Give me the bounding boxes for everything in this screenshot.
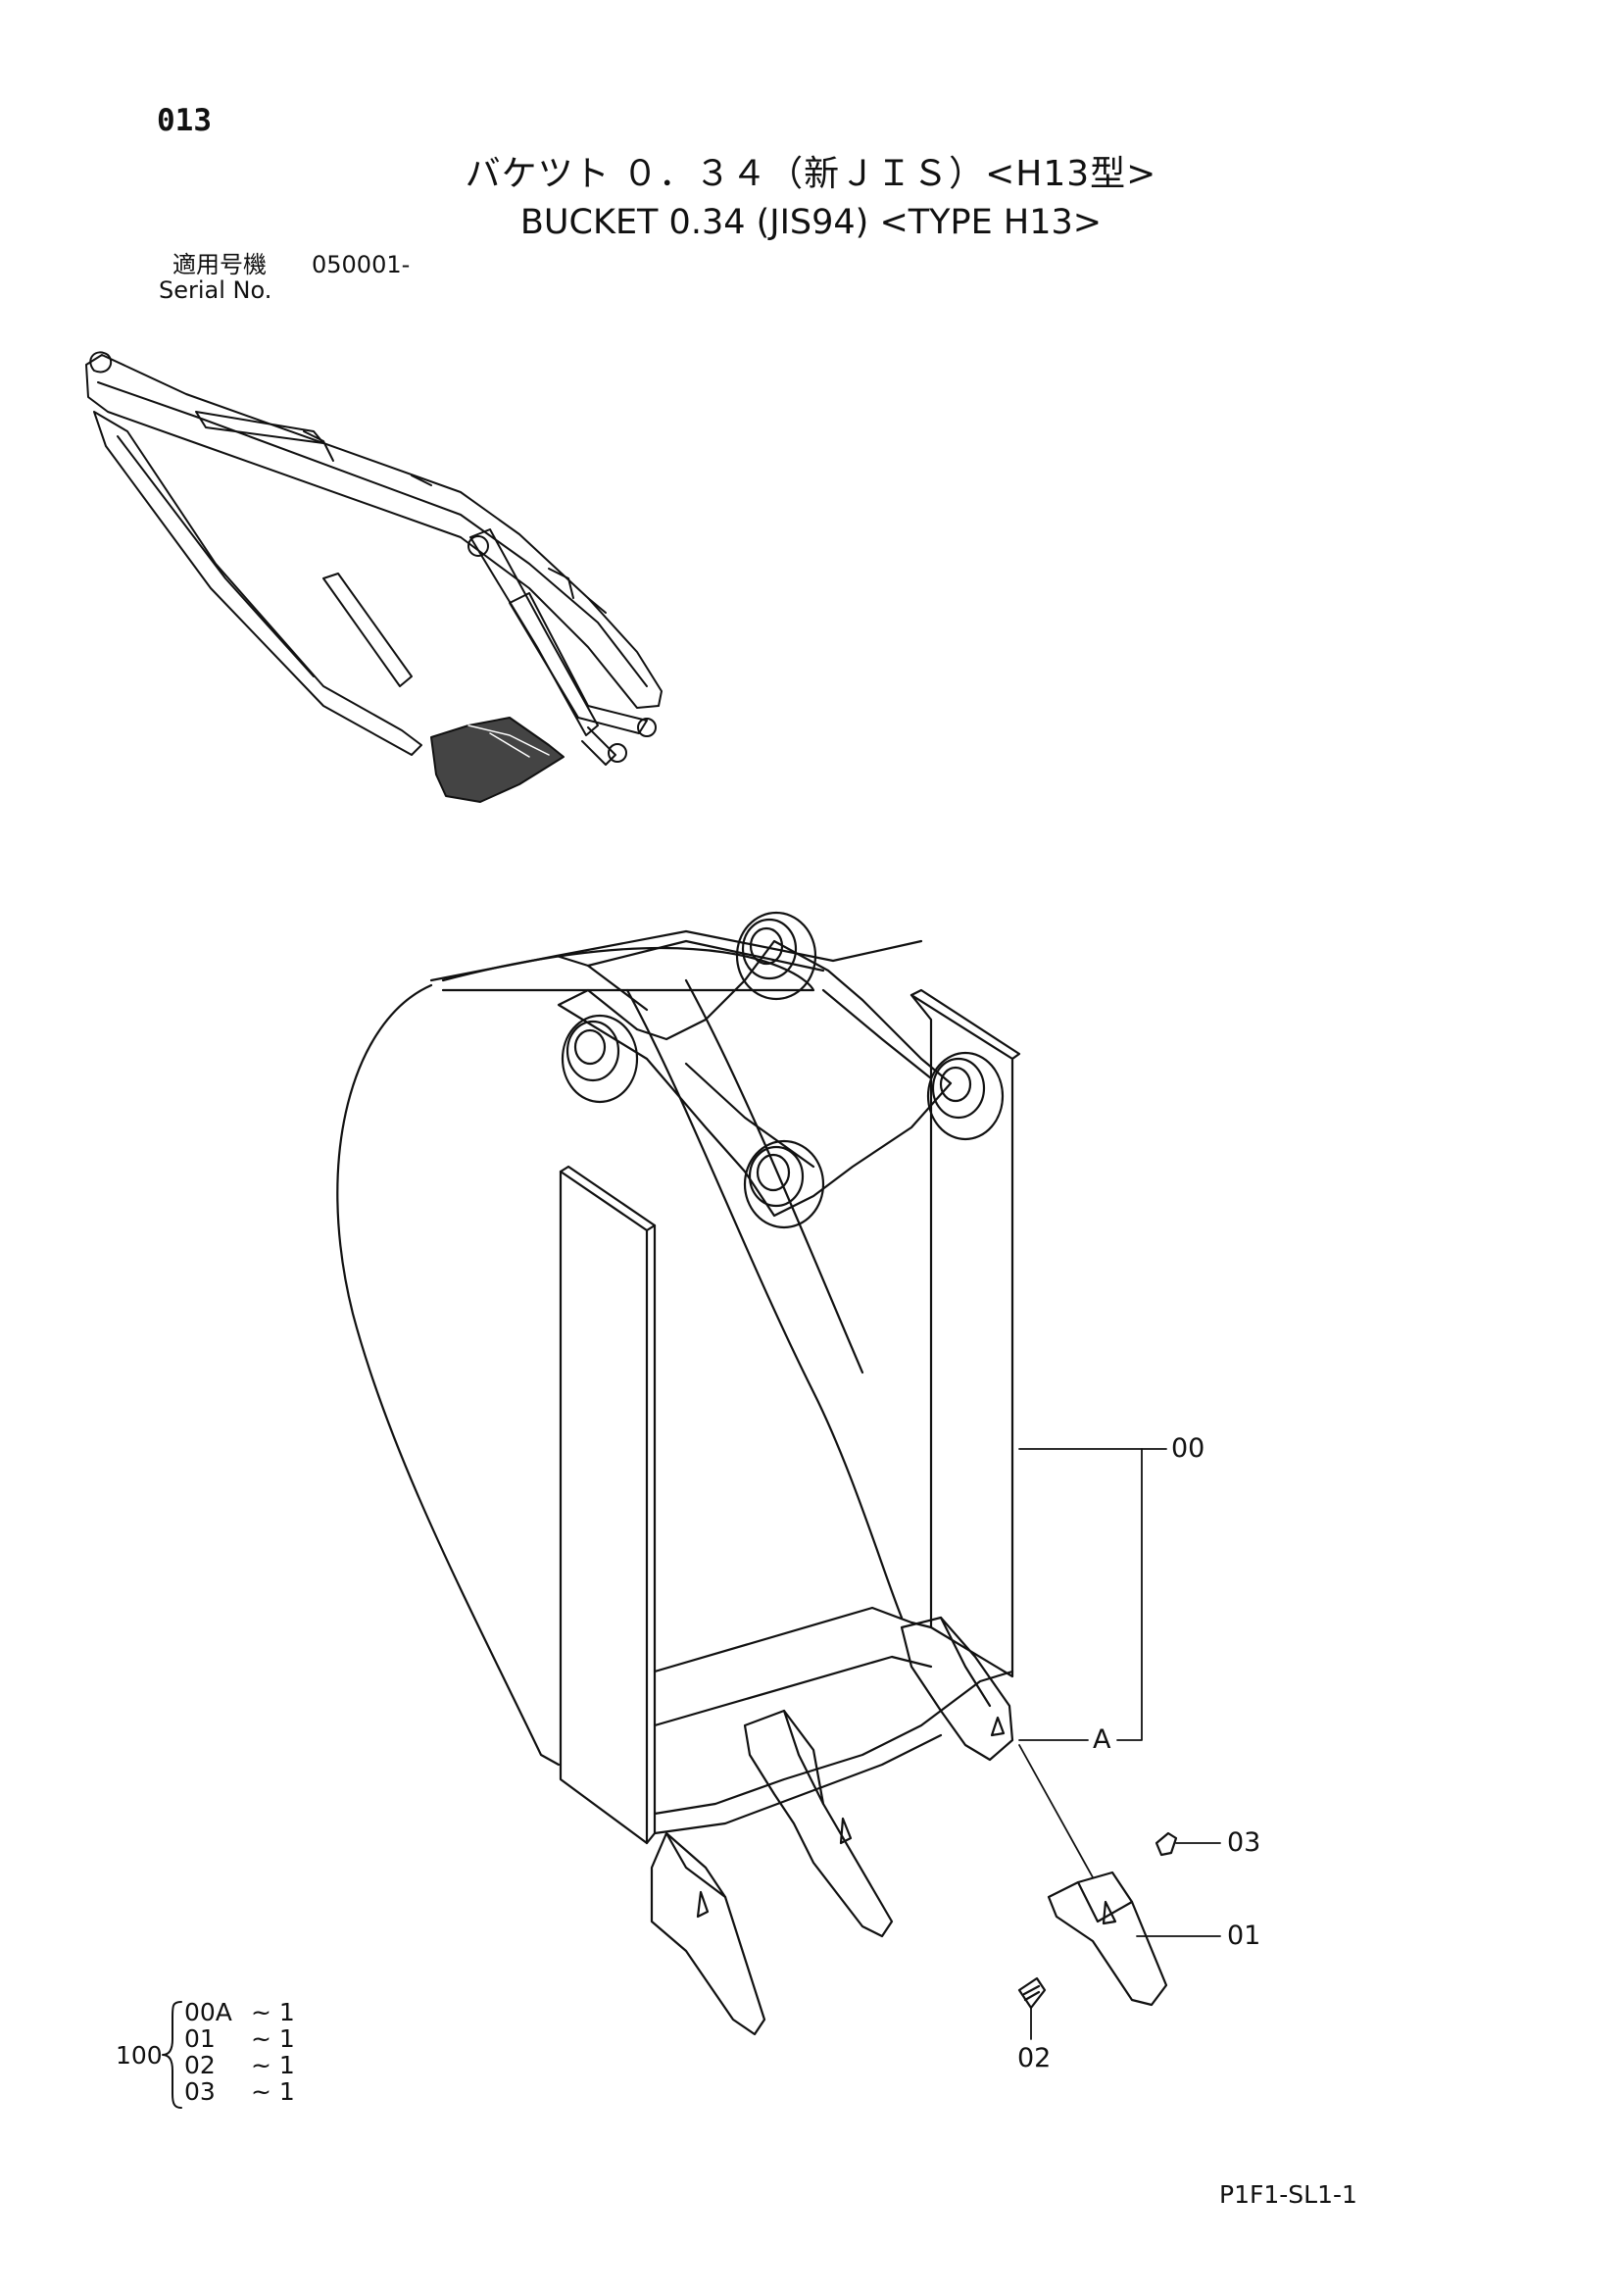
serial-label-english: Serial No.: [159, 276, 272, 304]
callout-a: A: [1093, 1724, 1111, 1755]
kit-row-qty: ~ 1: [251, 2051, 295, 2079]
kit-bracket: [162, 2001, 182, 2109]
kit-row-part: 02: [184, 2051, 216, 2079]
callout-02: 02: [1017, 2043, 1052, 2073]
callout-03: 03: [1227, 1827, 1261, 1858]
lock-03: [1155, 1831, 1178, 1857]
kit-row-part: 03: [184, 2077, 216, 2106]
callout-00: 00: [1171, 1433, 1205, 1464]
page-number: 013: [157, 103, 212, 138]
bucket-teeth: [650, 1616, 1014, 2036]
kit-row-part: 01: [184, 2024, 216, 2053]
kit-row-part: 00A: [184, 1998, 232, 2026]
pin-02: [1017, 1976, 1047, 2010]
bucket-assembly: [336, 911, 1178, 2036]
excavator-arm-illustration: [85, 351, 663, 803]
kit-row-qty: ~ 1: [251, 2077, 295, 2106]
kit-number: 100: [116, 2041, 163, 2070]
serial-label-japanese: 適用号機: [172, 251, 267, 278]
document-code: P1F1-SL1-1: [1219, 2180, 1357, 2209]
kit-row-qty: ~ 1: [251, 2024, 295, 2053]
title-english: BUCKET 0.34 (JIS94) <TYPE H13>: [519, 203, 1103, 242]
leader-lines: [1018, 1448, 1221, 2040]
serial-number-value: 050001-: [312, 251, 411, 278]
exploded-tooth-01: [1047, 1871, 1168, 2007]
kit-row-qty: ~ 1: [251, 1998, 295, 2026]
title-japanese: バケツト ０．３４（新ＪＩＳ）<H13型>: [465, 154, 1157, 194]
mounting-brackets: [557, 911, 1005, 1229]
callout-01: 01: [1227, 1921, 1261, 1951]
